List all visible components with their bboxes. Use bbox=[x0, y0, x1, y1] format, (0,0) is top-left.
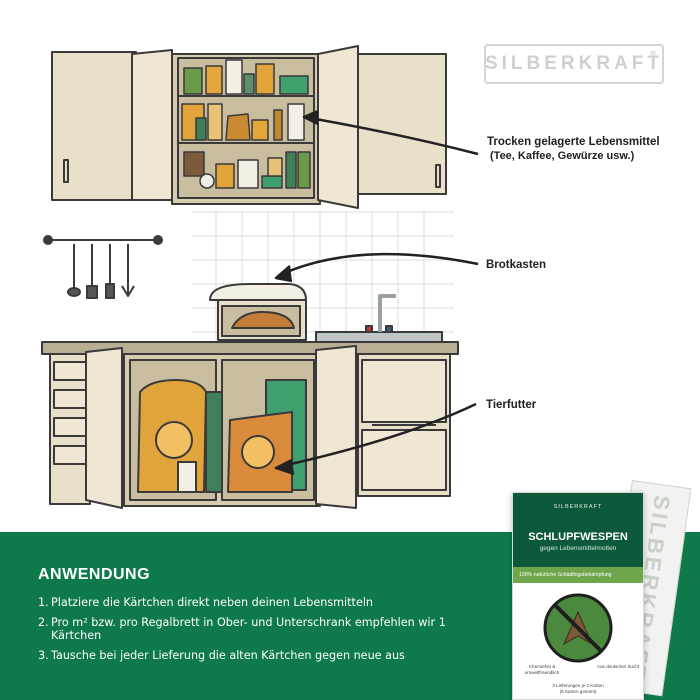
step-number: 3. bbox=[38, 648, 49, 662]
no-moth-icon bbox=[543, 593, 613, 663]
kitchen-illustration bbox=[41, 45, 479, 509]
usage-step: 2. Pro m² bzw. pro Regalbrett in Ober- u… bbox=[38, 616, 478, 643]
brand-logo-text: SILBERKRAFT bbox=[484, 53, 664, 74]
registered-mark: ® bbox=[650, 49, 656, 58]
step-text: Platziere die Kärtchen direkt neben dein… bbox=[51, 596, 374, 609]
package-brand: SILBERKRAFT bbox=[553, 504, 603, 510]
label-bread-box: Brotkasten bbox=[486, 259, 547, 271]
pet-food-items bbox=[137, 379, 307, 493]
label-dry-food: Trocken gelagerte Lebensmittel (Tee, Kaf… bbox=[487, 135, 687, 163]
step-number: 2. bbox=[38, 615, 49, 629]
package-claim: 100% natürliche Schädlingsbekämpfung bbox=[513, 567, 643, 583]
usage-step: 3. Tausche bei jeder Lieferung die alten… bbox=[38, 649, 478, 663]
upper-cabinet bbox=[51, 45, 447, 209]
dry-food-items bbox=[181, 59, 311, 189]
package-bottom-line2: (6 Karten gesamt) bbox=[559, 688, 597, 694]
usage-steps: 1. Platziere die Kärtchen direkt neben d… bbox=[38, 596, 478, 668]
brand-logo: SILBERKRAFT ® bbox=[484, 44, 664, 84]
package-bottom-line1: 3 Lieferungen je 2 Karten bbox=[552, 683, 604, 688]
step-text: Tausche bei jeder Lieferung die alten Kä… bbox=[51, 648, 405, 662]
label-dry-food-line1: Trocken gelagerte Lebensmittel bbox=[487, 136, 660, 148]
step-text: Pro m² bzw. pro Regalbrett in Ober- und … bbox=[51, 615, 446, 643]
annotation-arrows bbox=[274, 109, 479, 476]
utensil-rail bbox=[43, 235, 163, 299]
package-note-left: Chemiefrei & umweltfreundlich bbox=[524, 664, 560, 675]
package-subtitle: gegen Lebensmittelmotten bbox=[539, 545, 617, 552]
package-header: SILBERKRAFT SCHLUPFWESPEN gegen Lebensmi… bbox=[513, 493, 643, 567]
sink bbox=[315, 294, 443, 345]
bread-box bbox=[209, 283, 307, 341]
step-number: 1. bbox=[38, 596, 49, 609]
usage-title: ANWENDUNG bbox=[38, 566, 151, 583]
package-title: SCHLUPFWESPEN bbox=[528, 531, 628, 543]
product-package: SILBERKRAFT SCHLUPFWESPEN gegen Lebensmi… bbox=[512, 492, 644, 700]
package-note-right: Aus deutscher Zucht bbox=[596, 664, 640, 669]
label-dry-food-line2: (Tee, Kaffee, Gewürze usw.) bbox=[490, 150, 635, 162]
usage-step: 1. Platziere die Kärtchen direkt neben d… bbox=[38, 596, 478, 610]
package-bottom: 3 Lieferungen je 2 Karten (6 Karten gesa… bbox=[513, 683, 643, 694]
label-pet-food: Tierfutter bbox=[486, 399, 537, 411]
